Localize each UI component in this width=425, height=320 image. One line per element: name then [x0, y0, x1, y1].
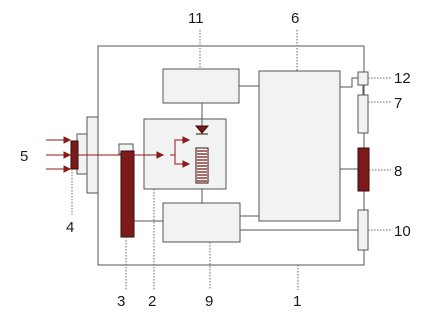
- label-7: 7: [394, 95, 402, 112]
- sensor-array-stripes: [197, 150, 207, 182]
- wire-6-to-12: [340, 77, 358, 88]
- block-2-detector-module: [143, 118, 227, 190]
- label-9: 9: [205, 293, 213, 310]
- label-4: 4: [66, 219, 74, 236]
- label-10: 10: [394, 223, 411, 240]
- diode-icon: [194, 125, 210, 135]
- column-3-dark: [120, 150, 135, 238]
- label-2: 2: [148, 293, 156, 310]
- connector-8-dark: [357, 147, 370, 192]
- connector-7: [357, 94, 369, 134]
- label-5: 5: [20, 148, 28, 165]
- block-9: [162, 202, 241, 243]
- connector-10: [357, 209, 369, 251]
- label-12: 12: [394, 70, 411, 87]
- label-8: 8: [394, 163, 402, 180]
- label-6: 6: [291, 10, 299, 27]
- label-3: 3: [117, 293, 125, 310]
- label-11: 11: [188, 10, 204, 27]
- block-6: [258, 70, 341, 222]
- connector-12: [357, 71, 369, 86]
- incoming-light-arrows: [46, 136, 72, 173]
- block-11: [162, 68, 240, 104]
- light-beam-path: [78, 136, 191, 168]
- lens-element-4-dark: [70, 140, 79, 170]
- label-1: 1: [293, 293, 301, 310]
